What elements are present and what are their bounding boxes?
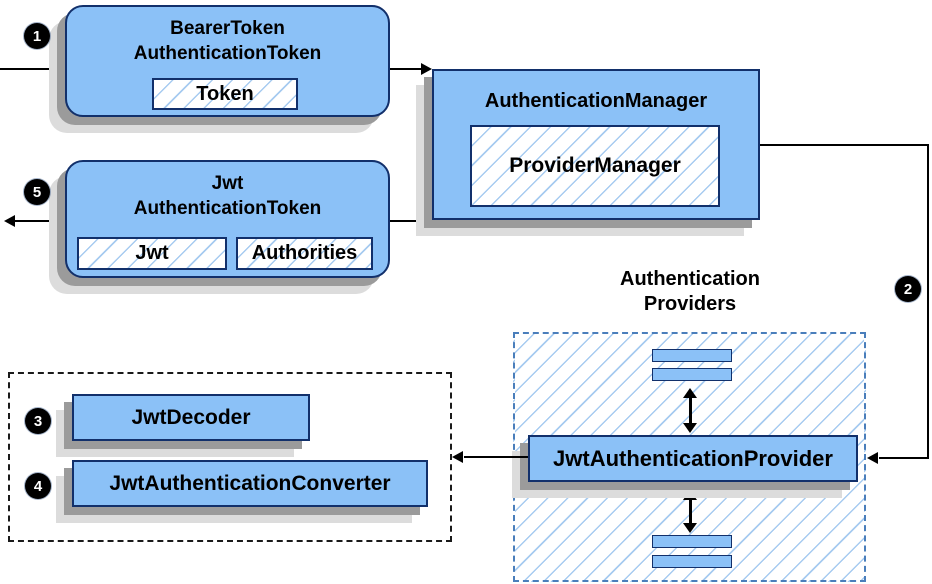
bearer-token-authentication-token-node: BearerToken AuthenticationToken Token xyxy=(65,5,390,117)
provider-to-decoder-line xyxy=(464,456,528,458)
jwt-authentication-provider-label: JwtAuthenticationProvider xyxy=(553,445,833,471)
bearer-token-title-line1: BearerToken xyxy=(170,18,285,39)
manager-to-provider-line-right xyxy=(927,144,929,459)
authentication-manager-node: AuthenticationManager ProviderManager xyxy=(432,69,760,220)
manager-to-provider-line-top xyxy=(753,144,929,146)
bidirectional-arrow-top-icon xyxy=(683,388,697,433)
provider-manager-chip: ProviderManager xyxy=(470,125,720,207)
manager-to-provider-arrowhead-icon xyxy=(867,452,878,464)
jwt-token-title-line1: Jwt xyxy=(211,173,244,194)
token-chip-label: Token xyxy=(196,82,254,105)
step-2-badge: 2 xyxy=(895,276,921,302)
bearer-to-manager-arrowhead-icon xyxy=(421,63,432,75)
jwt-decoder-label: JwtDecoder xyxy=(131,405,251,429)
manager-to-provider-line-bottom xyxy=(879,457,929,459)
authorities-chip: Authorities xyxy=(236,237,373,270)
step-5-badge: 5 xyxy=(24,179,50,205)
step-1-badge: 1 xyxy=(24,23,50,49)
jwt-authentication-provider-node: JwtAuthenticationProvider xyxy=(528,435,858,482)
jwt-authentication-token-node: Jwt AuthenticationToken Jwt Authorities xyxy=(65,160,390,278)
jwt-chip: Jwt xyxy=(77,237,227,270)
provider-manager-chip-label: ProviderManager xyxy=(509,154,681,177)
provider-stub-bar-bottom-2 xyxy=(652,555,732,568)
authentication-providers-group: JwtAuthenticationProvider xyxy=(513,332,866,582)
provider-to-decoder-arrowhead-icon xyxy=(452,451,463,463)
bearer-token-title-line2: AuthenticationToken xyxy=(133,43,322,64)
decoder-converter-group: JwtDecoder JwtAuthenticationConverter xyxy=(8,372,452,542)
authorities-chip-label: Authorities xyxy=(251,242,358,264)
authentication-manager-title: AuthenticationManager xyxy=(434,89,758,113)
jwt-authentication-converter-node: JwtAuthenticationConverter xyxy=(72,460,428,507)
authentication-providers-label-line1: Authentication xyxy=(620,268,760,290)
bearer-to-manager-line xyxy=(390,68,422,70)
jwt-decoder-node: JwtDecoder xyxy=(72,394,310,441)
authentication-providers-label-line2: Providers xyxy=(643,293,737,315)
jwt-chip-label: Jwt xyxy=(135,242,169,264)
provider-stub-bar-bottom-1 xyxy=(652,535,732,548)
bearer-token-title: BearerToken AuthenticationToken xyxy=(67,16,388,66)
jwt-token-title-line2: AuthenticationToken xyxy=(133,198,322,219)
bidirectional-arrow-bottom-icon xyxy=(683,490,697,533)
step-4-badge: 4 xyxy=(25,473,51,499)
jwt-authentication-converter-label: JwtAuthenticationConverter xyxy=(109,471,391,495)
authentication-manager-title-text: AuthenticationManager xyxy=(484,90,708,112)
provider-stub-bar-top-1 xyxy=(652,349,732,362)
authentication-providers-label: Authentication Providers xyxy=(586,267,794,317)
request-in-line xyxy=(0,68,66,70)
return-out-arrowhead-icon xyxy=(4,215,15,227)
token-chip: Token xyxy=(152,78,298,110)
jwt-authentication-token-title: Jwt AuthenticationToken xyxy=(67,171,388,221)
manager-to-jwt-token-line xyxy=(390,220,432,222)
return-out-line xyxy=(15,220,65,222)
step-3-badge: 3 xyxy=(25,408,51,434)
provider-stub-bar-top-2 xyxy=(652,368,732,381)
